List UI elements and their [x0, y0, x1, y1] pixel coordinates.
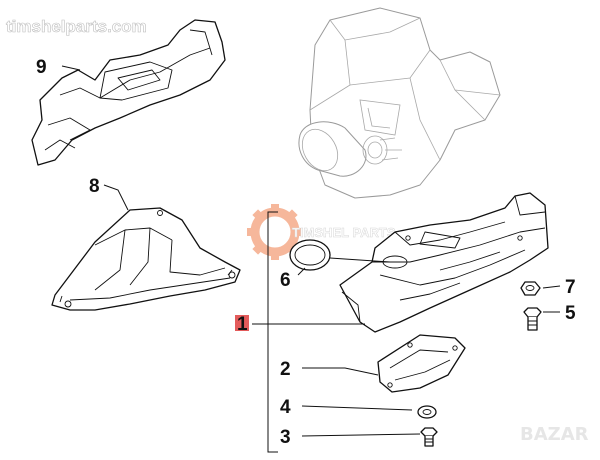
group-bracket	[267, 211, 278, 453]
part-4-washer	[417, 405, 437, 419]
part-5-bolt	[523, 307, 542, 331]
watermark-site: timshelparts.com	[6, 17, 147, 36]
callout-1-highlight	[235, 315, 249, 331]
part-7-nut	[520, 281, 541, 296]
callout-6: 6	[280, 270, 291, 291]
gear-tooth	[247, 228, 255, 236]
callout-1: 1	[237, 314, 248, 335]
watermark-brand: TIMSHEL PARTS	[292, 225, 396, 240]
part-1-underbody-shield	[339, 192, 549, 333]
gear-tooth	[295, 228, 303, 236]
gear-tooth	[271, 252, 279, 260]
gear-tooth	[286, 209, 298, 221]
watermark-gear-logo: TIMSHEL PARTS	[247, 204, 396, 260]
callout-8: 8	[89, 176, 100, 197]
watermark-bazar: BAZAR	[520, 424, 589, 445]
engine-ghost	[298, 7, 501, 199]
gear-tooth	[271, 204, 279, 212]
callout-7: 7	[565, 277, 576, 298]
part-2-lower-plate	[377, 334, 466, 393]
callout-3: 3	[280, 427, 291, 448]
callout-9: 9	[36, 57, 47, 78]
callout-4: 4	[280, 397, 291, 418]
part-8-side-cover	[51, 207, 241, 311]
callout-2: 2	[280, 359, 291, 380]
leader-lines	[61, 65, 561, 437]
callout-5: 5	[565, 303, 576, 324]
part-6-gasket-ring	[289, 239, 331, 271]
part-9-heat-shield	[31, 19, 226, 166]
part-3-bolt	[420, 427, 438, 447]
